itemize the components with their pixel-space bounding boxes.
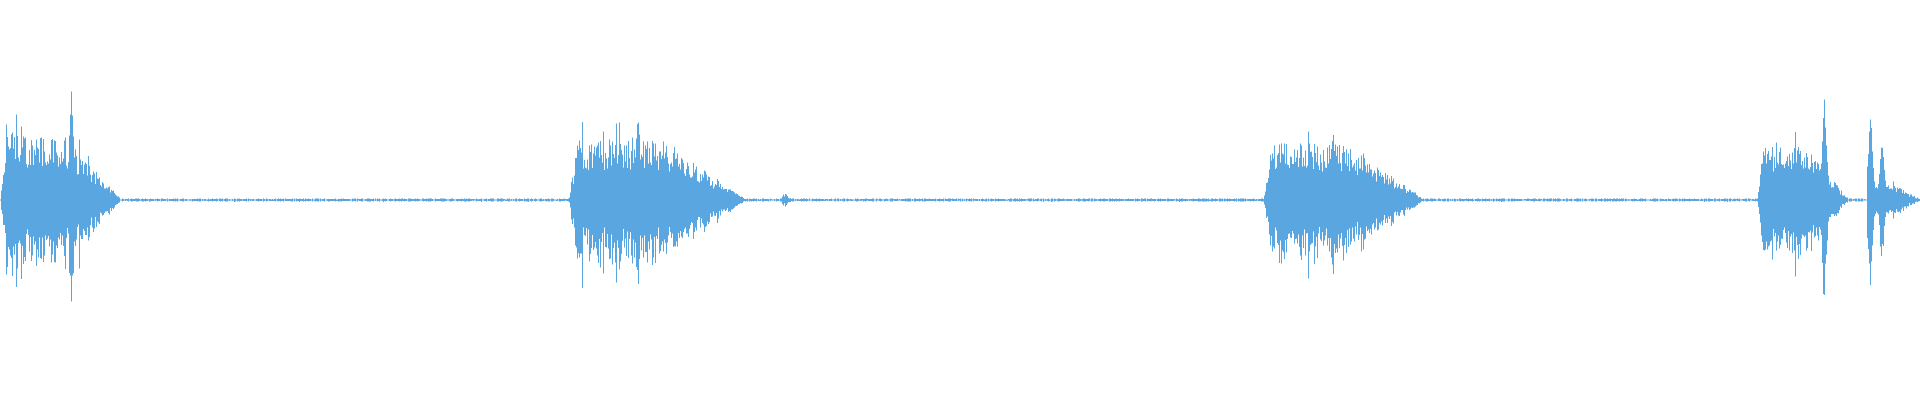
waveform-bars [0,91,1920,302]
waveform-signal [0,91,1920,302]
